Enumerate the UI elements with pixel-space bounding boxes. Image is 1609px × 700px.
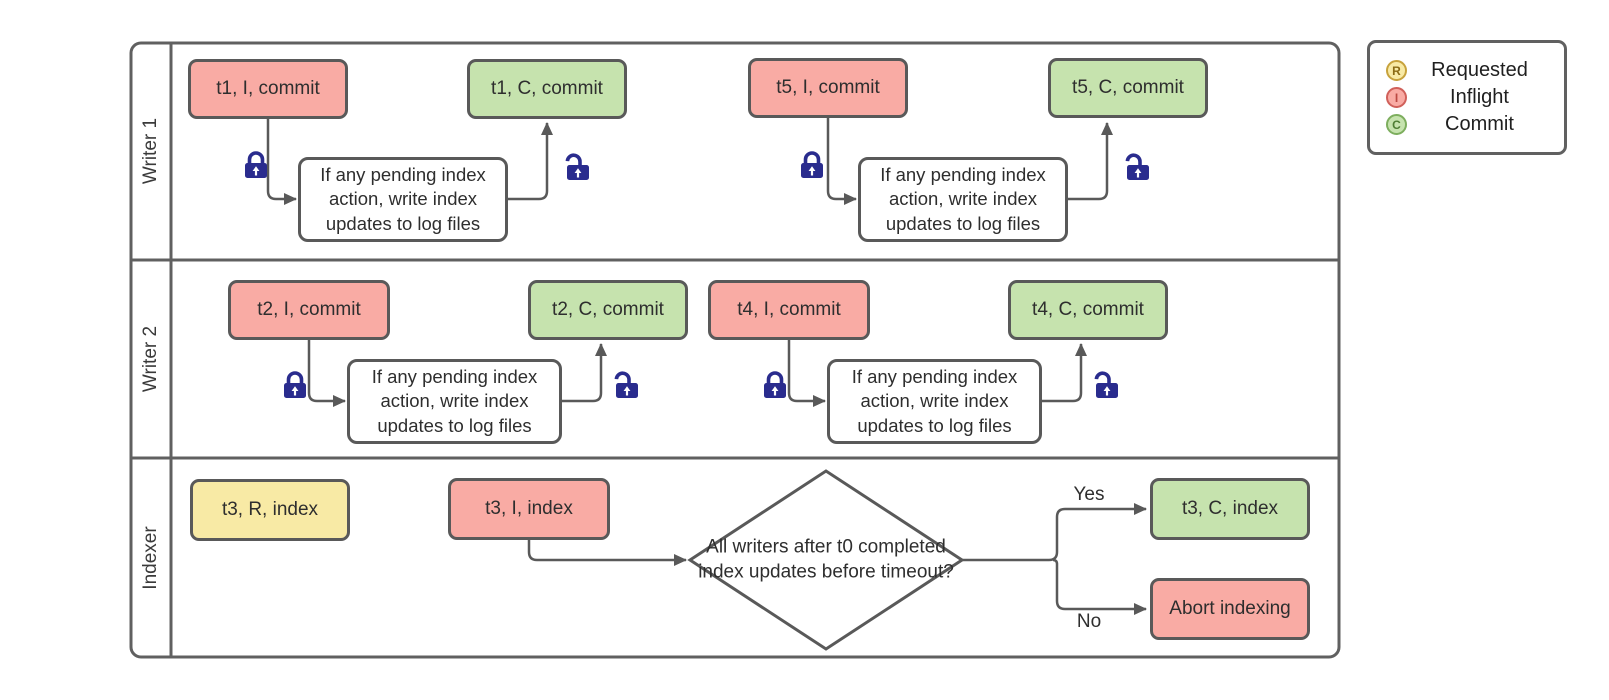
decision-text: All writers after t0 completed index upd…: [698, 536, 954, 582]
lock-open-icon: [1094, 371, 1120, 400]
lock-closed-icon: [762, 371, 788, 400]
node-t2-commit: t2, C, commit: [528, 280, 688, 340]
edge-t3-inflight-to-decision: [527, 540, 687, 566]
node-t4-inflight: t4, I, commit: [708, 280, 870, 340]
edge-process-to-t4-commit: [1042, 343, 1087, 403]
lane-label-writer-2: Writer 2: [140, 325, 161, 393]
node-t3-inflight: t3, I, index: [448, 478, 610, 540]
lock-closed-icon: [243, 151, 269, 180]
pool-border: [129, 41, 1341, 659]
node-abort-indexing: Abort indexing: [1150, 578, 1310, 640]
edge-t2-inflight-to-process: [307, 340, 346, 407]
commit-state-icon: C: [1386, 114, 1407, 135]
node-t3-requested: t3, R, index: [190, 479, 350, 541]
legend-label: Requested: [1431, 59, 1528, 81]
node-t5-inflight: t5, I, commit: [748, 58, 908, 118]
process-box: If any pending index action, write index…: [298, 157, 508, 242]
edge-label-no: No: [1076, 611, 1102, 632]
node-t1-inflight: t1, I, commit: [188, 59, 348, 119]
process-box: If any pending index action, write index…: [827, 359, 1042, 444]
legend-item-inflight: I Inflight: [1386, 86, 1552, 109]
legend-item-requested: R Requested: [1386, 59, 1552, 82]
edge-t1-inflight-to-process: [266, 119, 297, 205]
legend-label: Inflight: [1450, 86, 1509, 108]
node-t1-commit: t1, C, commit: [467, 59, 627, 119]
process-box: If any pending index action, write index…: [858, 157, 1068, 242]
edge-t5-inflight-to-process: [826, 118, 857, 205]
legend: R Requested I Inflight C Commit: [1367, 40, 1567, 155]
edge-process-to-t5-commit: [1068, 122, 1113, 201]
inflight-state-icon: I: [1386, 87, 1407, 108]
lock-open-icon: [565, 153, 591, 182]
node-t5-commit: t5, C, commit: [1048, 58, 1208, 118]
edge-t4-inflight-to-process: [787, 340, 826, 407]
edge-decision-no: [1052, 558, 1147, 615]
process-box: If any pending index action, write index…: [347, 359, 562, 444]
lock-closed-icon: [799, 151, 825, 180]
lock-open-icon: [614, 371, 640, 400]
edge-label-yes: Yes: [1073, 484, 1105, 505]
edge-process-to-t2-commit: [562, 343, 607, 403]
legend-item-commit: C Commit: [1386, 113, 1552, 136]
lane-label-indexer: Indexer: [140, 526, 161, 590]
node-t2-inflight: t2, I, commit: [228, 280, 390, 340]
node-t4-commit: t4, C, commit: [1008, 280, 1168, 340]
legend-label: Commit: [1445, 113, 1514, 135]
lock-closed-icon: [282, 371, 308, 400]
node-t3-commit: t3, C, index: [1150, 478, 1310, 540]
requested-state-icon: R: [1386, 60, 1407, 81]
edge-decision-yes: [962, 503, 1147, 562]
lane-label-writer-1: Writer 1: [140, 117, 161, 185]
lock-open-icon: [1125, 153, 1151, 182]
edge-process-to-t1-commit: [508, 122, 553, 201]
